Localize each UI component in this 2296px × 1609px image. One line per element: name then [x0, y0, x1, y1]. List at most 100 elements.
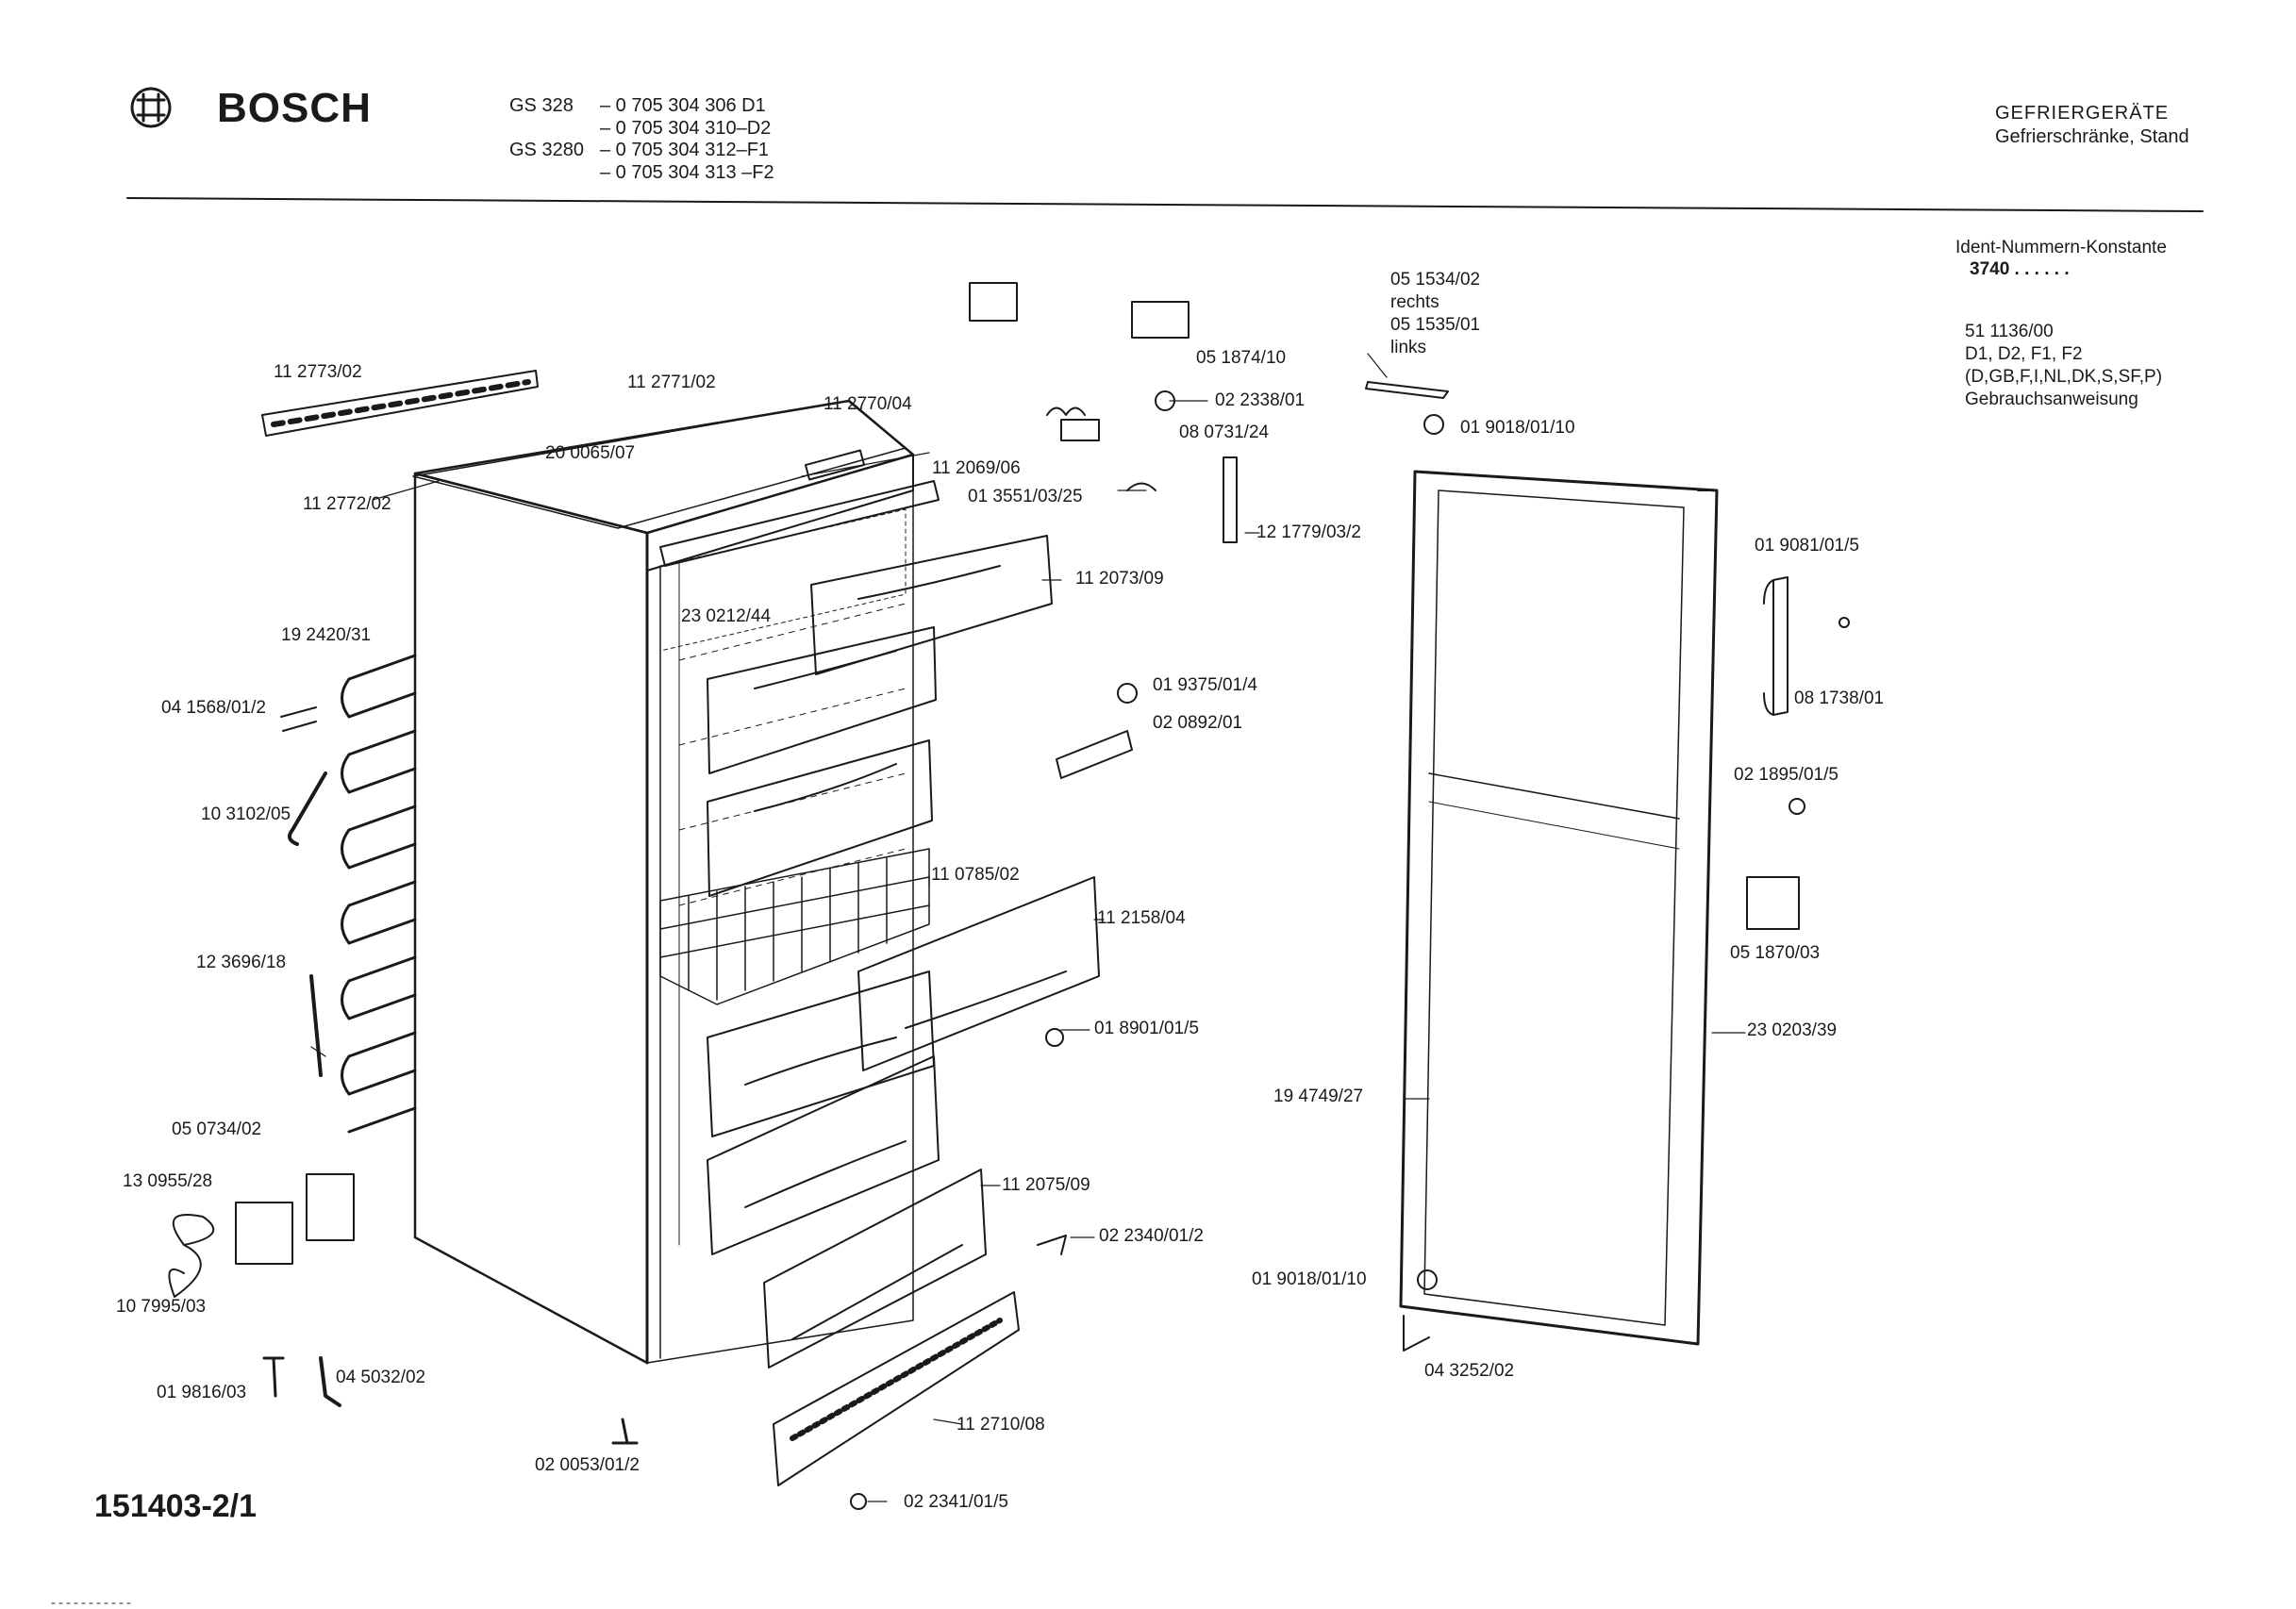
category-title: GEFRIERGERÄTE — [1995, 103, 2170, 124]
model-number-d1: – 0 705 304 306 D1 — [600, 95, 766, 116]
part-01-8901-01-5 — [1046, 1029, 1063, 1046]
part-label: 05 1870/03 — [1730, 943, 1821, 963]
condenser-coil — [342, 655, 416, 1132]
subcategory-title: Gefrierschränke, Stand — [1995, 126, 2189, 147]
part-label: 02 1895/01/5 — [1734, 765, 1838, 785]
model-number-f1: – 0 705 304 312–F1 — [600, 140, 770, 160]
part-label: 20 0065/07 — [545, 443, 636, 463]
part-04-1568-01-2 — [281, 707, 316, 731]
part-label: 02 2341/01/5 — [904, 1492, 1008, 1512]
bosch-logo-icon — [132, 89, 170, 126]
part-label: 04 1568/01/2 — [161, 698, 266, 718]
part-02-2340-01-2 — [1038, 1236, 1066, 1254]
part-label: 04 5032/02 — [336, 1368, 426, 1387]
part-label: 05 1874/10 — [1196, 348, 1287, 368]
part-label: links — [1390, 338, 1427, 357]
part-label: 11 2770/04 — [824, 394, 912, 414]
part-02-0892-01 — [1056, 731, 1132, 778]
brand-name: BOSCH — [217, 85, 372, 131]
drawer-7 — [764, 1169, 986, 1368]
part-01-9816-03 — [264, 1358, 283, 1396]
part-label: 01 9375/01/4 — [1153, 675, 1257, 695]
part-label: 01 9081/01/5 — [1755, 536, 1859, 556]
part-label: 10 3102/05 — [201, 804, 291, 824]
part-label: 02 0053/01/2 — [535, 1455, 640, 1475]
part-04-3252-02 — [1404, 1316, 1429, 1351]
drawer-3 — [707, 740, 932, 896]
thermostat-knob — [806, 451, 864, 480]
evaporator-bar — [660, 481, 939, 566]
part-label: 11 2710/08 — [957, 1415, 1045, 1435]
manual-languages: (D,GB,F,I,NL,DK,S,SF,P) — [1965, 367, 2163, 387]
drawer-6 — [707, 1056, 939, 1254]
part-10-3102-05 — [290, 773, 325, 844]
manual-models: D1, D2, F1, F2 — [1965, 344, 2083, 364]
part-12-1779-03-2 — [1223, 457, 1237, 542]
part-label: 02 2338/01 — [1215, 390, 1306, 410]
header-rule — [127, 198, 2203, 211]
part-hinge-05-1534 — [1366, 382, 1448, 398]
part-01-9018-01-10-bottom — [1418, 1270, 1437, 1289]
part-label: 11 2773/02 — [274, 362, 362, 382]
fan-blade-icon — [169, 1215, 213, 1297]
cabinet-body — [415, 401, 913, 1363]
part-label: 05 1534/02 — [1390, 270, 1481, 290]
part-label: 04 3252/02 — [1424, 1361, 1515, 1381]
drawer-1 — [811, 536, 1052, 674]
part-label: 11 2075/09 — [1002, 1175, 1090, 1195]
part-label: 02 2340/01/2 — [1099, 1226, 1204, 1246]
part-clip-top — [970, 283, 1017, 321]
fan-bracket — [236, 1203, 292, 1264]
drawer-4 — [858, 877, 1099, 1070]
top-handle-strip — [262, 371, 538, 436]
part-label: 19 4749/27 — [1273, 1086, 1364, 1106]
model-number-f2: – 0 705 304 313 –F2 — [600, 162, 774, 183]
part-label: 19 2420/31 — [281, 625, 372, 645]
part-label: 11 0785/02 — [931, 865, 1020, 885]
part-08-0731-24 — [1061, 420, 1099, 440]
part-label: 11 2772/02 — [303, 494, 391, 514]
part-label: 11 2073/09 — [1075, 569, 1164, 589]
part-label: 12 1779/03/2 — [1256, 523, 1361, 542]
drawer-5 — [707, 971, 934, 1136]
ident-value: 3740 . . . . . . — [1970, 259, 2070, 279]
wire-basket — [660, 849, 929, 1004]
part-label: 01 9816/03 — [157, 1383, 247, 1402]
part-label: 05 1535/01 — [1390, 315, 1481, 335]
model-number-d2: – 0 705 304 310–D2 — [600, 118, 772, 139]
document-number: 151403-2/1 — [94, 1488, 258, 1524]
part-01-9375-01-4 — [1118, 684, 1137, 703]
part-label: 12 3696/18 — [196, 953, 287, 972]
part-label: 23 0203/39 — [1747, 1020, 1838, 1040]
ident-title: Ident-Nummern-Konstante — [1955, 238, 2167, 257]
part-01-3551-03-25 — [1127, 484, 1156, 491]
manual-label: Gebrauchsanweisung — [1965, 390, 2138, 409]
freezer-door — [1401, 472, 1717, 1344]
part-02-1895-01-5 — [1789, 799, 1805, 814]
part-05-1870-03 — [1747, 877, 1799, 929]
part-label: 13 0955/28 — [123, 1171, 213, 1191]
evaporator-grid — [660, 509, 906, 651]
top-cover — [413, 401, 906, 528]
part-label: 10 7995/03 — [116, 1297, 207, 1317]
manual-number: 51 1136/00 — [1965, 322, 2054, 341]
kickplate-grille — [774, 1292, 1019, 1485]
part-label: 01 8901/01/5 — [1094, 1019, 1199, 1038]
part-01-9081-01-5 — [1839, 618, 1849, 627]
model-gs3280: GS 3280 — [509, 140, 584, 160]
part-label: rechts — [1390, 292, 1439, 312]
part-label: 02 0892/01 — [1153, 713, 1243, 733]
part-12-3696-18 — [311, 976, 321, 1075]
part-spring — [1047, 408, 1085, 416]
fan-motor — [307, 1174, 354, 1240]
part-label: 01 9018/01/10 — [1252, 1269, 1367, 1289]
part-label: 11 2771/02 — [627, 373, 716, 392]
drawer-2 — [707, 627, 936, 773]
model-gs328: GS 328 — [509, 95, 574, 116]
part-04-5032-02 — [321, 1358, 340, 1405]
part-label: 01 9018/01/10 — [1460, 418, 1575, 438]
part-02-2341-01-5 — [851, 1494, 866, 1509]
part-05-1874-10 — [1132, 302, 1189, 338]
part-label: 05 0734/02 — [172, 1120, 262, 1139]
